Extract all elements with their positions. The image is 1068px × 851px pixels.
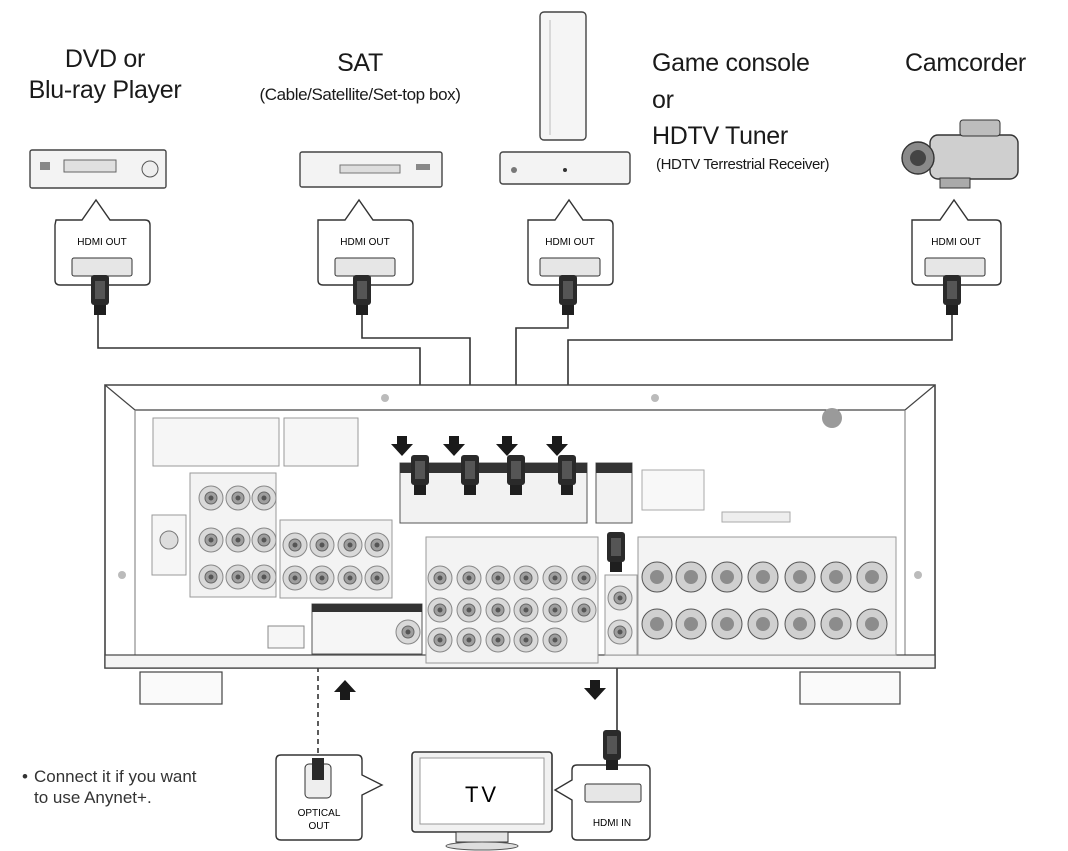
speaker-terminals bbox=[641, 561, 888, 640]
note-line2: to use Anynet+. bbox=[34, 788, 152, 808]
hdmi-in-callout bbox=[553, 764, 651, 841]
sat-hdmi-plug bbox=[353, 275, 371, 315]
dvd-label-line2: Blu-ray Player bbox=[28, 75, 182, 104]
dvd-hdmi-plug bbox=[91, 275, 109, 315]
game-console-label: Game console or HDTV Tuner (HDTV Terrest… bbox=[652, 48, 830, 174]
game-label-line1: Game console bbox=[652, 49, 810, 77]
dvd-player-device bbox=[29, 149, 167, 189]
note-bullet: • bbox=[22, 767, 28, 786]
optical-out-label-line1: OPTICAL bbox=[298, 808, 341, 819]
cam-label-line1: Camcorder bbox=[905, 49, 1026, 77]
anynet-note: • Connect it if you want to use Anynet+. bbox=[22, 766, 197, 809]
camcorder-device bbox=[901, 119, 1019, 189]
sat-box-device bbox=[299, 151, 443, 188]
game-label-line3: HDTV Tuner bbox=[652, 122, 788, 150]
cam-hdmi-out-label: HDMI OUT bbox=[931, 237, 980, 248]
sat-hdmi-out-label: HDMI OUT bbox=[340, 237, 389, 248]
game-label-line2: or bbox=[652, 85, 674, 114]
sat-label-line2: (Cable/Satellite/Set-top box) bbox=[259, 84, 461, 104]
dvd-label-line1: DVD or bbox=[64, 45, 146, 73]
hdmi-in-label: HDMI IN bbox=[593, 818, 631, 829]
dvd-player-label: DVD or Blu-ray Player bbox=[10, 44, 200, 105]
tv-hdmi-plug bbox=[603, 730, 621, 770]
dvd-hdmi-out-label: HDMI OUT bbox=[77, 237, 126, 248]
tv-label: TV bbox=[465, 782, 499, 807]
note-line1: Connect it if you want bbox=[34, 767, 197, 786]
game-hdmi-out-label: HDMI OUT bbox=[545, 237, 594, 248]
optical-out-label-line2: OUT bbox=[308, 821, 329, 832]
game-label-line4: (HDTV Terrestrial Receiver) bbox=[656, 155, 830, 173]
game-console-device bbox=[499, 11, 631, 185]
sat-label-line1: SAT bbox=[337, 49, 383, 77]
optical-out-callout bbox=[275, 754, 384, 841]
sat-label: SAT (Cable/Satellite/Set-top box) bbox=[210, 48, 510, 105]
camcorder-label: Camcorder bbox=[905, 48, 1026, 79]
hdmi-out-callouts bbox=[54, 198, 1002, 286]
game-hdmi-plug bbox=[559, 275, 577, 315]
direction-arrows bbox=[334, 436, 606, 700]
receiver-back-panel bbox=[104, 384, 936, 705]
cam-hdmi-plug bbox=[943, 275, 961, 315]
tv-device bbox=[411, 751, 553, 851]
